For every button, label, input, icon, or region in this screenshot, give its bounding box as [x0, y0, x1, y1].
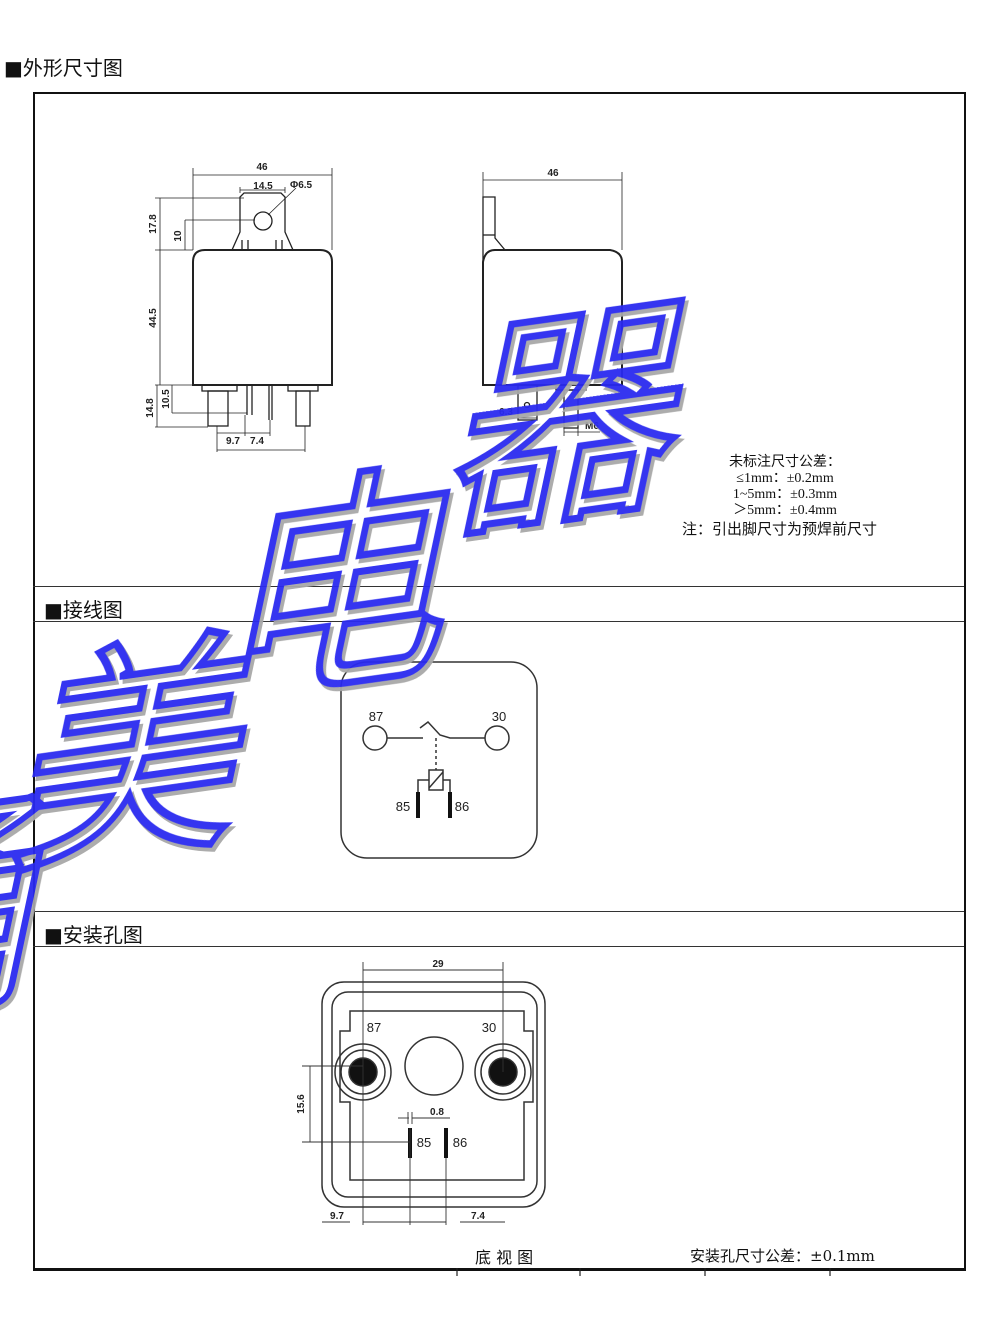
dim-pin-length: 14.8	[145, 398, 156, 418]
watermark: 甬 美 电 器 甬 美 电 器	[0, 262, 723, 1077]
divider	[33, 946, 964, 947]
dim-body-height: 44.5	[148, 308, 159, 328]
terminal-86-label: 86	[455, 799, 469, 814]
divider	[33, 911, 964, 912]
tolerance-title: 未标注尺寸公差：	[729, 455, 841, 470]
mount-terminal-85: 85	[417, 1135, 431, 1150]
section-title-mounting: ■安装孔图	[44, 923, 143, 947]
dim-hole-dia: Φ6.5	[290, 180, 313, 191]
terminal-85-label: 85	[396, 799, 410, 814]
watermark-char: 电	[202, 434, 489, 744]
dim-span: 29	[432, 959, 444, 970]
tolerance-line: 1~5mm：±0.3mm	[732, 487, 838, 502]
mount-terminal-30: 30	[482, 1020, 496, 1035]
tolerance-line: ≤1mm：±0.2mm	[736, 471, 834, 486]
mount-terminal-86: 86	[453, 1135, 467, 1150]
dim-tab-width: 14.5	[253, 181, 273, 192]
terminal-87-label: 87	[369, 709, 383, 724]
terminal-30-label: 30	[492, 709, 506, 724]
section-title-outline: ■外形尺寸图	[4, 56, 123, 80]
front-view-drawing: 46 14.5 Φ6.5 17.8 10 44.5 14.8 10.5 9.7 …	[145, 162, 333, 452]
tolerance-notes: 未标注尺寸公差： ≤1mm：±0.2mm 1~5mm：±0.3mm ＞5mm：±…	[685, 455, 885, 519]
pin-note: 注：引出脚尺寸为预焊前尺寸	[682, 522, 878, 538]
dim-pin-short: 10.5	[161, 389, 172, 409]
dim-stud-thread: M6	[585, 421, 599, 432]
dim-front-width: 46	[256, 162, 268, 173]
watermark-char: 器	[430, 266, 717, 576]
dim-pin-width: 0.8	[430, 1107, 444, 1118]
tolerance-line: ＞5mm：±0.4mm	[733, 503, 837, 518]
dim-left: 9.7	[330, 1211, 344, 1222]
mounting-diagram: 87 30 85 86 29 15.6 0.8 9.7 7.4	[296, 959, 546, 1225]
dim-hole-height: 10	[173, 230, 184, 242]
section-title-wiring: ■接线图	[44, 598, 123, 622]
wiring-diagram: 87 30 85 86	[340, 661, 538, 859]
divider	[33, 621, 964, 622]
mount-terminal-87: 87	[367, 1020, 381, 1035]
dim-pin-gap2: 7.4	[250, 436, 264, 447]
dim-tab-height: 17.8	[148, 214, 159, 234]
dim-side-width: 46	[547, 168, 559, 179]
bottom-view-label: 底 视 图	[475, 1248, 534, 1267]
dim-right: 7.4	[471, 1211, 485, 1222]
datasheet-frame	[33, 92, 966, 1271]
dim-vertical: 15.6	[296, 1094, 307, 1114]
dim-blade-width: 6.3	[499, 407, 513, 418]
side-view-drawing: 46 6.3 M6	[482, 168, 623, 436]
divider	[33, 586, 964, 587]
dim-pin-gap1: 9.7	[226, 436, 240, 447]
mounting-tolerance: 安装孔尺寸公差：±0.1mm	[690, 1247, 875, 1265]
